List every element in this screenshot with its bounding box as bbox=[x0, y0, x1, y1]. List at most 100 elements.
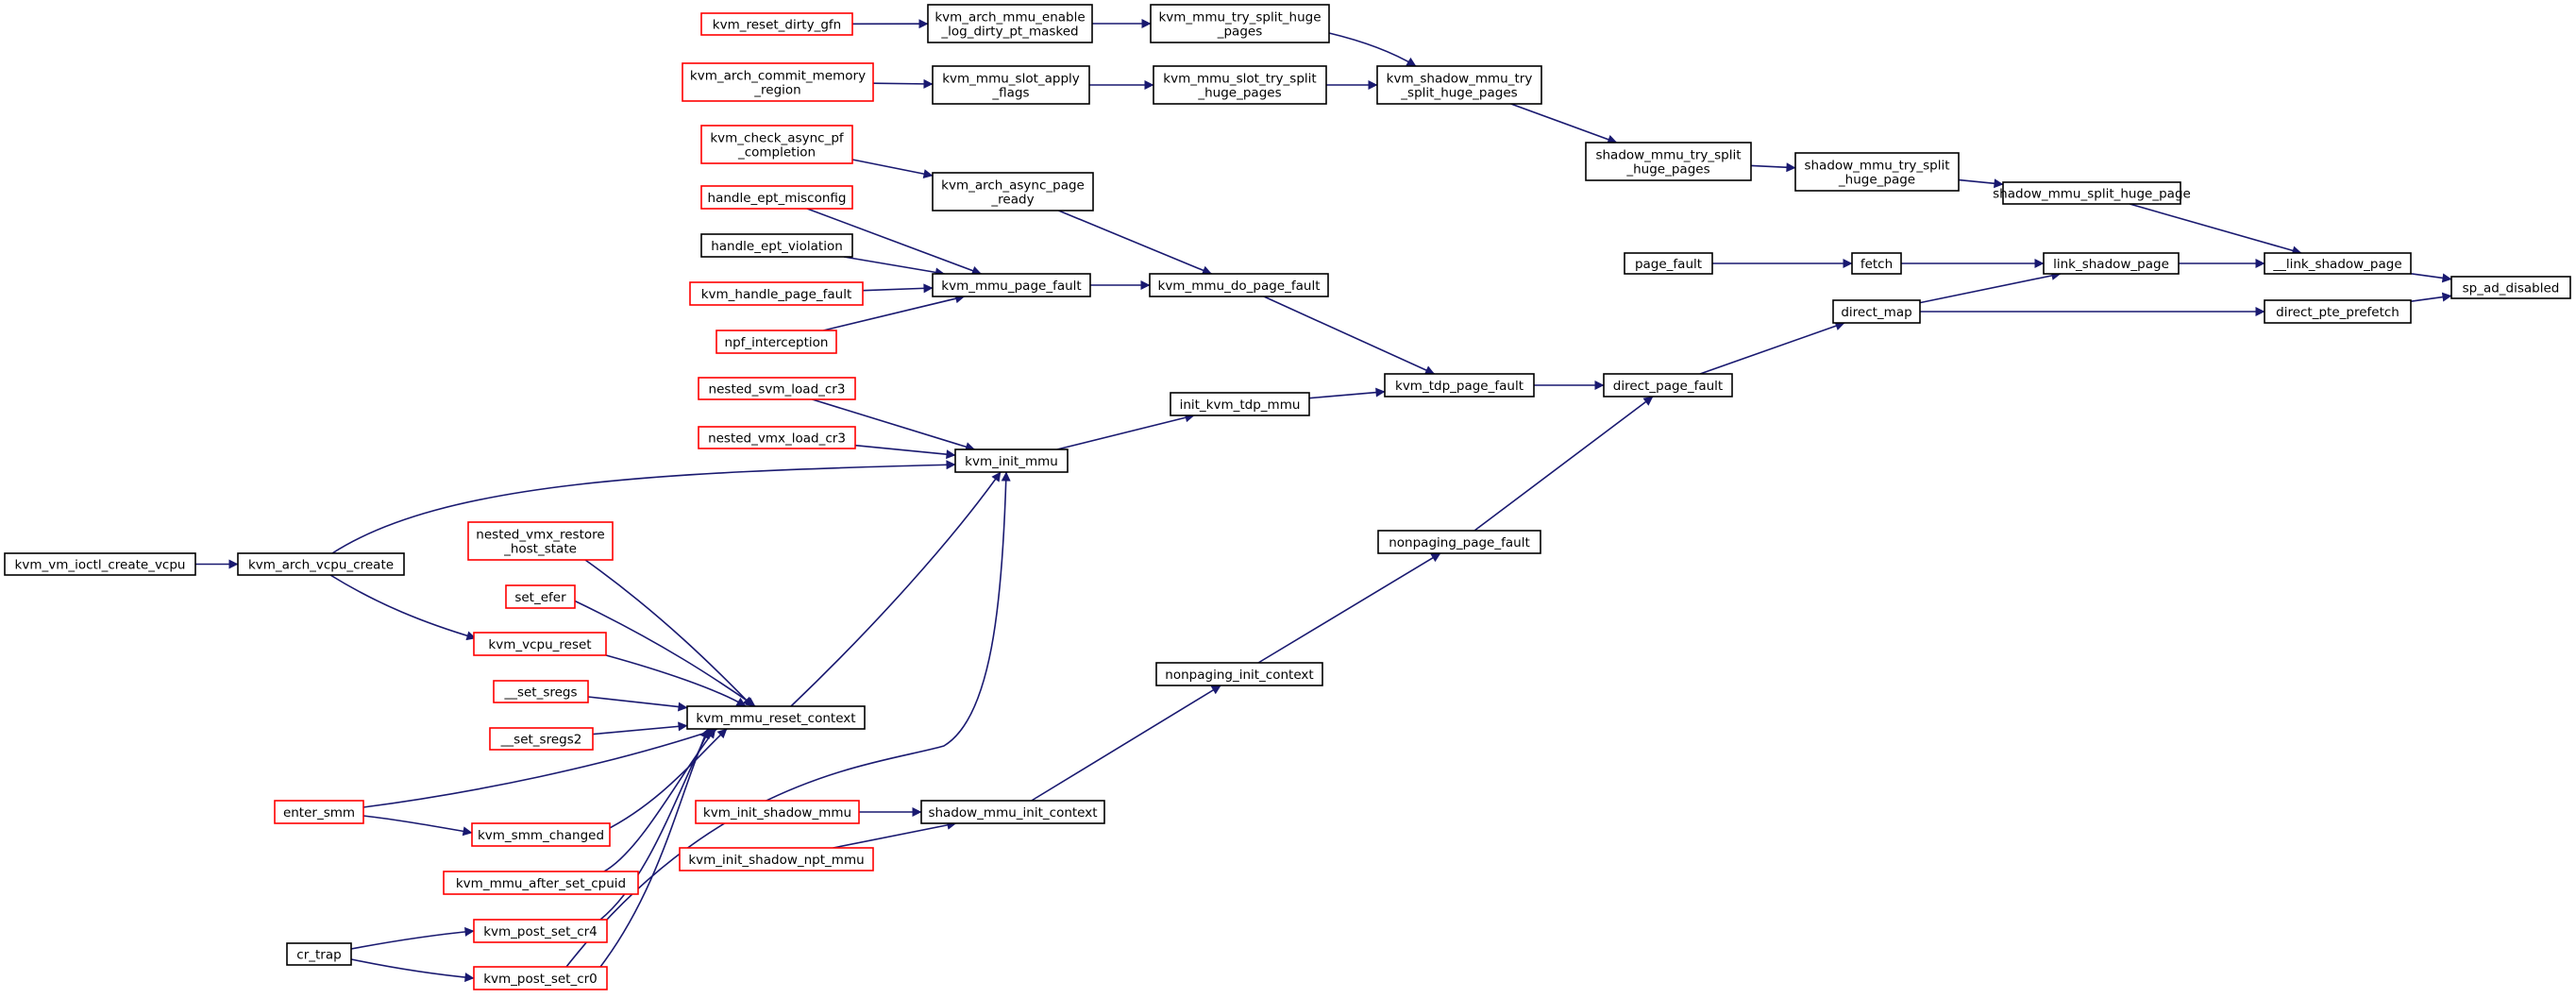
node-label: kvm_arch_mmu_enable bbox=[934, 10, 1085, 25]
node-kvm-post-set-cr4[interactable]: kvm_post_set_cr4 bbox=[473, 919, 608, 943]
node-handle-ept-violation[interactable]: handle_ept_violation bbox=[700, 233, 853, 258]
node-enter-smm[interactable]: enter_smm bbox=[274, 800, 364, 824]
node-label: _huge_pages bbox=[1625, 162, 1709, 178]
node-box bbox=[679, 847, 874, 871]
edge-kvm-smm-changed-to-kvm-mmu-reset-context bbox=[603, 728, 728, 832]
node-set-sregs2[interactable]: __set_sregs2 bbox=[489, 727, 594, 751]
edge-kvm-vcpu-reset-to-kvm-mmu-reset-context bbox=[605, 654, 747, 707]
node-label: nonpaging_init_context bbox=[1165, 668, 1313, 683]
node-label: __link_shadow_page bbox=[2272, 257, 2401, 272]
node-kvm-smm-changed[interactable]: kvm_smm_changed bbox=[471, 822, 611, 847]
node-label: shadow_mmu_init_context bbox=[928, 805, 1097, 820]
node-box bbox=[1585, 142, 1752, 181]
node-kvm-arch-vcpu-create[interactable]: kvm_arch_vcpu_create bbox=[237, 552, 405, 576]
node-fetch[interactable]: fetch bbox=[1851, 252, 1902, 275]
node-nested-vmx-restore-host-state[interactable]: nested_vmx_restore_host_state bbox=[467, 521, 614, 561]
node-label: kvm_smm_changed bbox=[478, 828, 604, 843]
node-kvm-tdp-page-fault[interactable]: kvm_tdp_page_fault bbox=[1384, 373, 1535, 398]
node-label: kvm_mmu_after_set_cpuid bbox=[456, 876, 626, 891]
node-kvm-init-shadow-npt-mmu[interactable]: kvm_init_shadow_npt_mmu bbox=[679, 847, 874, 871]
node-box bbox=[1170, 392, 1310, 416]
edge-enter-smm-to-kvm-smm-changed bbox=[362, 815, 473, 837]
node-nested-svm-load-cr3[interactable]: nested_svm_load_cr3 bbox=[698, 377, 856, 400]
node-nonpaging-page-fault[interactable]: nonpaging_page_fault bbox=[1377, 530, 1541, 554]
node-npf-interception[interactable]: npf_interception bbox=[716, 330, 837, 354]
node-kvm-check-async-pf-completion[interactable]: kvm_check_async_pf_completion bbox=[700, 125, 853, 164]
node-kvm-mmu-try-split-huge-pages[interactable]: kvm_mmu_try_split_huge_pages bbox=[1150, 4, 1330, 43]
node-kvm-arch-commit-memory-region[interactable]: kvm_arch_commit_memory_region bbox=[682, 62, 874, 102]
edge-kvm-init-mmu-to-init-kvm-tdp-mmu bbox=[1056, 413, 1195, 450]
node-shadow-mmu-init-context[interactable]: shadow_mmu_init_context bbox=[920, 800, 1105, 824]
node-init-kvm-tdp-mmu[interactable]: init_kvm_tdp_mmu bbox=[1170, 392, 1310, 416]
node-box bbox=[927, 4, 1093, 43]
node-label: kvm_post_set_cr0 bbox=[483, 972, 598, 987]
node-set-efer[interactable]: set_efer bbox=[505, 584, 576, 609]
node-kvm-mmu-page-fault[interactable]: kvm_mmu_page_fault bbox=[932, 273, 1091, 297]
node-handle-ept-misconfig[interactable]: handle_ept_misconfig bbox=[700, 185, 853, 210]
node-box bbox=[716, 330, 837, 354]
node-box bbox=[686, 705, 866, 730]
node-label: __set_sregs bbox=[503, 685, 577, 701]
node-label: nested_vmx_restore bbox=[476, 528, 604, 543]
node-label: shadow_mmu_try_split bbox=[1804, 159, 1949, 174]
node-link-shadow-page-u[interactable]: __link_shadow_page bbox=[2264, 252, 2412, 275]
node-kvm-init-shadow-mmu[interactable]: kvm_init_shadow_mmu bbox=[695, 800, 860, 824]
node-nested-vmx-load-cr3[interactable]: nested_vmx_load_cr3 bbox=[698, 426, 856, 449]
node-kvm-arch-async-page-ready[interactable]: kvm_arch_async_page_ready bbox=[932, 172, 1094, 211]
edge-kvm-init-shadow-npt-mmu-to-shadow-mmu-init-context bbox=[833, 820, 957, 849]
node-box bbox=[467, 521, 614, 561]
node-kvm-vcpu-reset[interactable]: kvm_vcpu_reset bbox=[473, 632, 607, 656]
edge-kvm-post-set-cr0-to-kvm-init-mmu bbox=[565, 471, 1011, 968]
nodes: sp_ad_disabled __link_shadow_page direct_p… bbox=[4, 4, 2571, 990]
node-shadow-mmu-try-split-huge-page[interactable]: shadow_mmu_try_split_huge_page bbox=[1794, 152, 1960, 192]
node-shadow-mmu-try-split-huge-pages[interactable]: shadow_mmu_try_split_huge_pages bbox=[1585, 142, 1752, 181]
node-box bbox=[1376, 65, 1542, 105]
edge-kvm-arch-vcpu-create-to-kvm-init-mmu bbox=[331, 460, 956, 554]
node-kvm-mmu-slot-apply-flags[interactable]: kvm_mmu_slot_apply_flags bbox=[932, 65, 1090, 105]
node-box bbox=[2450, 276, 2571, 299]
edge-direct-page-fault-to-direct-map bbox=[1699, 321, 1845, 375]
edge-init-kvm-tdp-mmu-to-kvm-tdp-page-fault bbox=[1308, 387, 1386, 399]
edges bbox=[195, 19, 2452, 983]
node-kvm-reset-dirty-gfn[interactable]: kvm_reset_dirty_gfn bbox=[700, 12, 853, 36]
node-kvm-mmu-do-page-fault[interactable]: kvm_mmu_do_page_fault bbox=[1149, 273, 1329, 297]
node-set-sregs[interactable]: __set_sregs bbox=[493, 680, 589, 703]
node-label: fetch bbox=[1860, 257, 1893, 272]
node-direct-map[interactable]: direct_map bbox=[1832, 299, 1921, 324]
node-kvm-post-set-cr0[interactable]: kvm_post_set_cr0 bbox=[473, 966, 608, 990]
node-shadow-mmu-split-huge-page[interactable]: shadow_mmu_split_huge_page bbox=[1993, 181, 2191, 205]
node-cr-trap[interactable]: cr_trap bbox=[286, 942, 352, 966]
node-kvm-shadow-mmu-try-split-huge-pages[interactable]: kvm_shadow_mmu_try_split_huge_pages bbox=[1376, 65, 1542, 105]
node-label: _log_dirty_pt_masked bbox=[940, 25, 1078, 40]
edge-kvm-mmu-reset-context-to-kvm-init-mmu bbox=[790, 471, 1002, 707]
node-direct-pte-prefetch[interactable]: direct_pte_prefetch bbox=[2264, 299, 2412, 324]
edge-shadow-mmu-try-split-huge-pages-to-shadow-mmu-try-split-huge-page bbox=[1750, 162, 1796, 173]
node-sp-ad-disabled: sp_ad_disabled bbox=[2450, 276, 2571, 299]
edge-link-shadow-page-u-to-sp-ad-disabled bbox=[2410, 273, 2452, 283]
node-box bbox=[1150, 4, 1330, 43]
node-kvm-vm-ioctl-create-vcpu[interactable]: kvm_vm_ioctl_create_vcpu bbox=[4, 552, 196, 576]
node-kvm-arch-mmu-enable-log-dirty-pt-masked[interactable]: kvm_arch_mmu_enable_log_dirty_pt_masked bbox=[927, 4, 1093, 43]
node-label: shadow_mmu_try_split bbox=[1595, 148, 1741, 163]
node-kvm-mmu-after-set-cpuid[interactable]: kvm_mmu_after_set_cpuid bbox=[443, 871, 639, 895]
edge-direct-map-to-link-shadow-page bbox=[1919, 271, 2062, 304]
node-label: cr_trap bbox=[296, 948, 341, 963]
node-link-shadow-page[interactable]: link_shadow_page bbox=[2043, 252, 2180, 275]
node-label: set_efer bbox=[514, 590, 566, 605]
node-kvm-init-mmu[interactable]: kvm_init_mmu bbox=[954, 448, 1069, 473]
node-label: kvm_mmu_slot_try_split bbox=[1163, 72, 1316, 87]
node-label: kvm_check_async_pf bbox=[710, 131, 845, 146]
node-page-fault[interactable]: page_fault bbox=[1624, 252, 1713, 275]
node-box bbox=[286, 942, 352, 966]
node-kvm-mmu-slot-try-split-huge-pages[interactable]: kvm_mmu_slot_try_split_huge_pages bbox=[1153, 65, 1327, 105]
node-kvm-handle-page-fault[interactable]: kvm_handle_page_fault bbox=[689, 281, 864, 306]
edge-direct-pte-prefetch-to-sp-ad-disabled bbox=[2410, 292, 2452, 302]
node-box bbox=[2043, 252, 2180, 275]
node-kvm-mmu-reset-context[interactable]: kvm_mmu_reset_context bbox=[686, 705, 866, 730]
node-nonpaging-init-context[interactable]: nonpaging_init_context bbox=[1155, 662, 1323, 686]
edge-kvm-mmu-try-split-huge-pages-to-kvm-shadow-mmu-try-split-huge-pages bbox=[1328, 32, 1417, 67]
node-label: shadow_mmu_split_huge_page bbox=[1993, 187, 2191, 202]
node-direct-page-fault[interactable]: direct_page_fault bbox=[1603, 373, 1733, 398]
node-box bbox=[473, 632, 607, 656]
